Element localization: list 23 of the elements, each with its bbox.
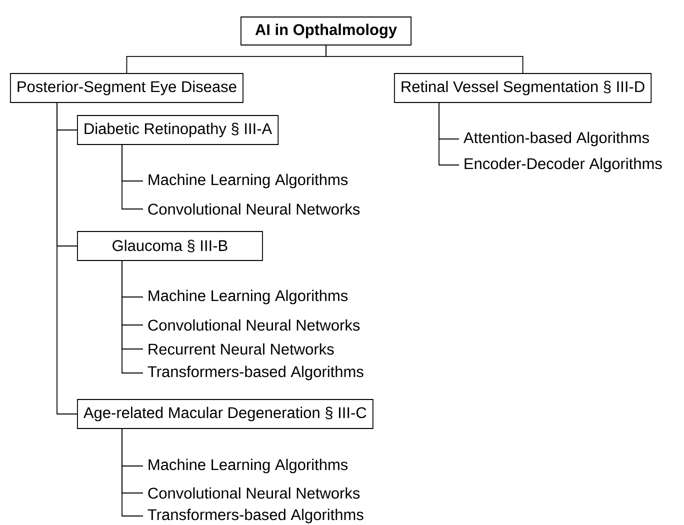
method-label: Transformers-based Algorithms bbox=[148, 508, 364, 524]
method-label: Attention-based Algorithms bbox=[464, 132, 649, 146]
method-label: Transformers-based Algorithms bbox=[148, 366, 364, 380]
connector-line bbox=[122, 144, 144, 210]
method-label: Recurrent Neural Networks bbox=[148, 343, 334, 355]
category-box: Posterior-Segment Eye Disease bbox=[10, 73, 244, 103]
title-box: AI in Opthalmology bbox=[240, 16, 412, 46]
method-label: Convolutional Neural Networks bbox=[148, 203, 360, 215]
method-label: Machine Learning Algorithms bbox=[148, 458, 348, 474]
connector-line bbox=[122, 260, 144, 374]
category-box: Retinal Vessel Segmentation § III-D bbox=[394, 73, 652, 103]
topic-box: Age-related Macular Degeneration § III-C bbox=[77, 399, 374, 429]
method-label: Convolutional Neural Networks bbox=[148, 487, 360, 499]
connector-line bbox=[326, 45, 524, 74]
topic-box: Glaucoma § III-B bbox=[77, 231, 263, 261]
connector-line bbox=[122, 428, 144, 516]
method-label: Convolutional Neural Networks bbox=[148, 319, 360, 331]
connector-line bbox=[56, 102, 78, 414]
method-label: Machine Learning Algorithms bbox=[148, 174, 348, 188]
method-label: Machine Learning Algorithms bbox=[148, 290, 348, 304]
topic-box: Diabetic Retinopathy § III-A bbox=[77, 115, 279, 145]
method-label: Encoder-Decoder Algorithms bbox=[464, 158, 662, 172]
connector-line bbox=[438, 102, 460, 166]
